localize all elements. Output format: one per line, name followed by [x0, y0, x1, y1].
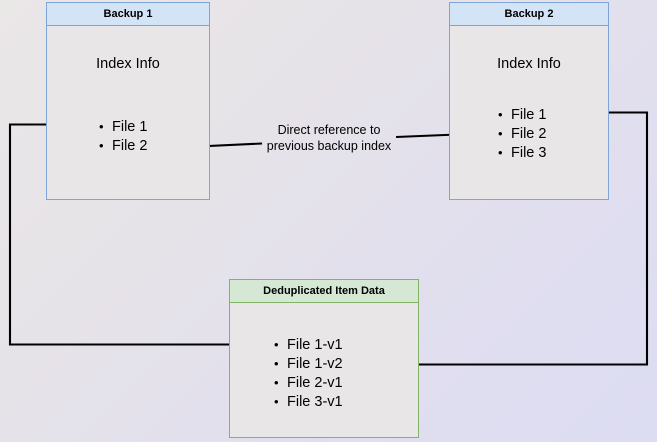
list-item: File 1-v1 — [274, 335, 343, 355]
backup-2-subtitle: Index Info — [497, 56, 561, 72]
list-item: File 1 — [498, 105, 546, 125]
backup-1-file-list: File 1 File 2 — [99, 117, 147, 156]
backup-1-header: Backup 1 — [47, 3, 209, 26]
list-item: File 3-v1 — [274, 392, 343, 412]
list-item: File 1 — [99, 117, 147, 137]
dedup-header: Deduplicated Item Data — [230, 280, 418, 303]
backup-2-header: Backup 2 — [450, 3, 608, 26]
backup-1-node[interactable]: Backup 1 Index Info File 1 File 2 — [46, 2, 210, 200]
backup-2-body: Index Info File 1 File 2 File 3 — [450, 26, 608, 199]
backup-2-file-list: File 1 File 2 File 3 — [498, 105, 546, 163]
list-item: File 3 — [498, 143, 546, 163]
backup-2-node[interactable]: Backup 2 Index Info File 1 File 2 File 3 — [449, 2, 609, 200]
dedup-file-list: File 1-v1 File 1-v2 File 2-v1 File 3-v1 — [274, 335, 343, 412]
list-item: File 1-v2 — [274, 354, 343, 374]
dedup-body: File 1-v1 File 1-v2 File 2-v1 File 3-v1 — [230, 303, 418, 437]
backup-1-body: Index Info File 1 File 2 — [47, 26, 209, 199]
direct-reference-label: Direct reference to previous backup inde… — [266, 123, 392, 153]
list-item: File 2-v1 — [274, 373, 343, 393]
deduplicated-item-data-node[interactable]: Deduplicated Item Data File 1-v1 File 1-… — [229, 279, 419, 438]
list-item: File 2 — [498, 124, 546, 144]
list-item: File 2 — [99, 136, 147, 156]
backup-1-subtitle: Index Info — [96, 56, 160, 72]
